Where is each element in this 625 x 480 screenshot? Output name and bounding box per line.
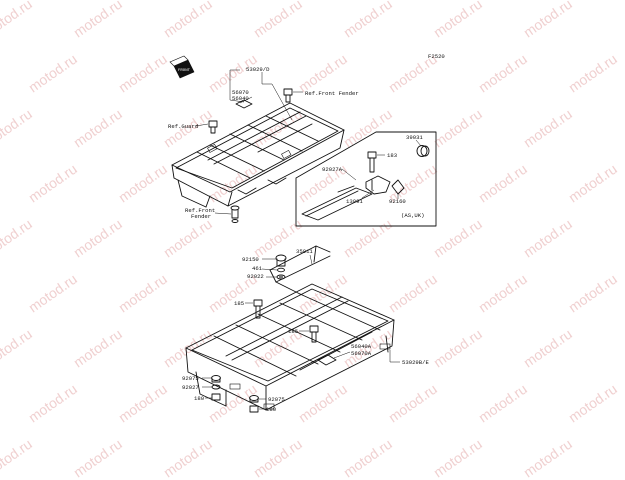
inset-collar-39031 <box>416 145 430 157</box>
label-53029be: 53029B/E <box>402 359 429 366</box>
label-92022: 92022 <box>247 273 264 280</box>
rear-nut-92075b <box>249 395 259 403</box>
rear-bolt-180b <box>249 405 259 413</box>
rear-bolt-185b <box>309 325 319 343</box>
rear-washer-92022 <box>276 274 286 280</box>
rear-nut-92075a <box>211 375 221 383</box>
label-92075a: 92075 <box>182 375 199 382</box>
inset-collar-92160 <box>391 179 405 195</box>
label-92027a: 92027A <box>322 166 343 173</box>
inset-box-as-uk <box>295 131 437 227</box>
exploded-view-drawing: F2520 FRONT <box>168 53 445 413</box>
front-carrier <box>171 102 345 208</box>
label-92027: 92027 <box>182 384 199 391</box>
rear-washer-461 <box>277 267 285 273</box>
diagram-code: F2520 <box>428 53 445 60</box>
label-180a: 180 <box>194 395 205 402</box>
label-56070: 56070 <box>232 89 249 96</box>
label-fender: Fender <box>191 213 211 220</box>
rear-bolt-180a <box>211 393 221 401</box>
label-ref-guard: Ref.Guard <box>168 123 198 130</box>
inset-bolt-183 <box>367 151 377 173</box>
inset-bracket <box>301 175 391 221</box>
label-92160: 92160 <box>389 198 406 205</box>
inset-note: (AS,UK) <box>401 212 425 219</box>
label-92075b: 92075 <box>268 396 285 403</box>
label-13091: 13091 <box>346 198 363 205</box>
label-185a: 185 <box>234 300 244 307</box>
label-39031: 39031 <box>406 134 423 141</box>
front-carrier-bolt-top <box>283 88 293 103</box>
front-direction-icon <box>169 55 195 79</box>
front-carrier-bolt-guard <box>208 120 218 134</box>
label-56070a: 56070A <box>351 350 372 357</box>
label-180b: 180 <box>266 406 277 413</box>
front-carrier-bolt-fender <box>230 205 240 223</box>
label-92150: 92150 <box>242 256 259 263</box>
front-carrier-plate <box>235 99 253 109</box>
label-185b: 185 <box>288 328 298 335</box>
rear-bolt-185a <box>253 299 263 319</box>
label-53029d: 53029/D <box>246 66 270 73</box>
rear-knob-92150 <box>275 254 287 267</box>
label-35011: 35011 <box>296 248 313 255</box>
label-183: 183 <box>387 152 397 159</box>
label-56040a: 56040A <box>351 343 372 350</box>
label-461: 461 <box>252 265 263 272</box>
label-ref-front-fender-top: Ref.Front Fender <box>305 90 359 97</box>
front-badge-label: FRONT <box>178 69 191 73</box>
label-ref-front: Ref.Front <box>185 207 215 214</box>
label-56040: 56040 <box>232 95 249 102</box>
